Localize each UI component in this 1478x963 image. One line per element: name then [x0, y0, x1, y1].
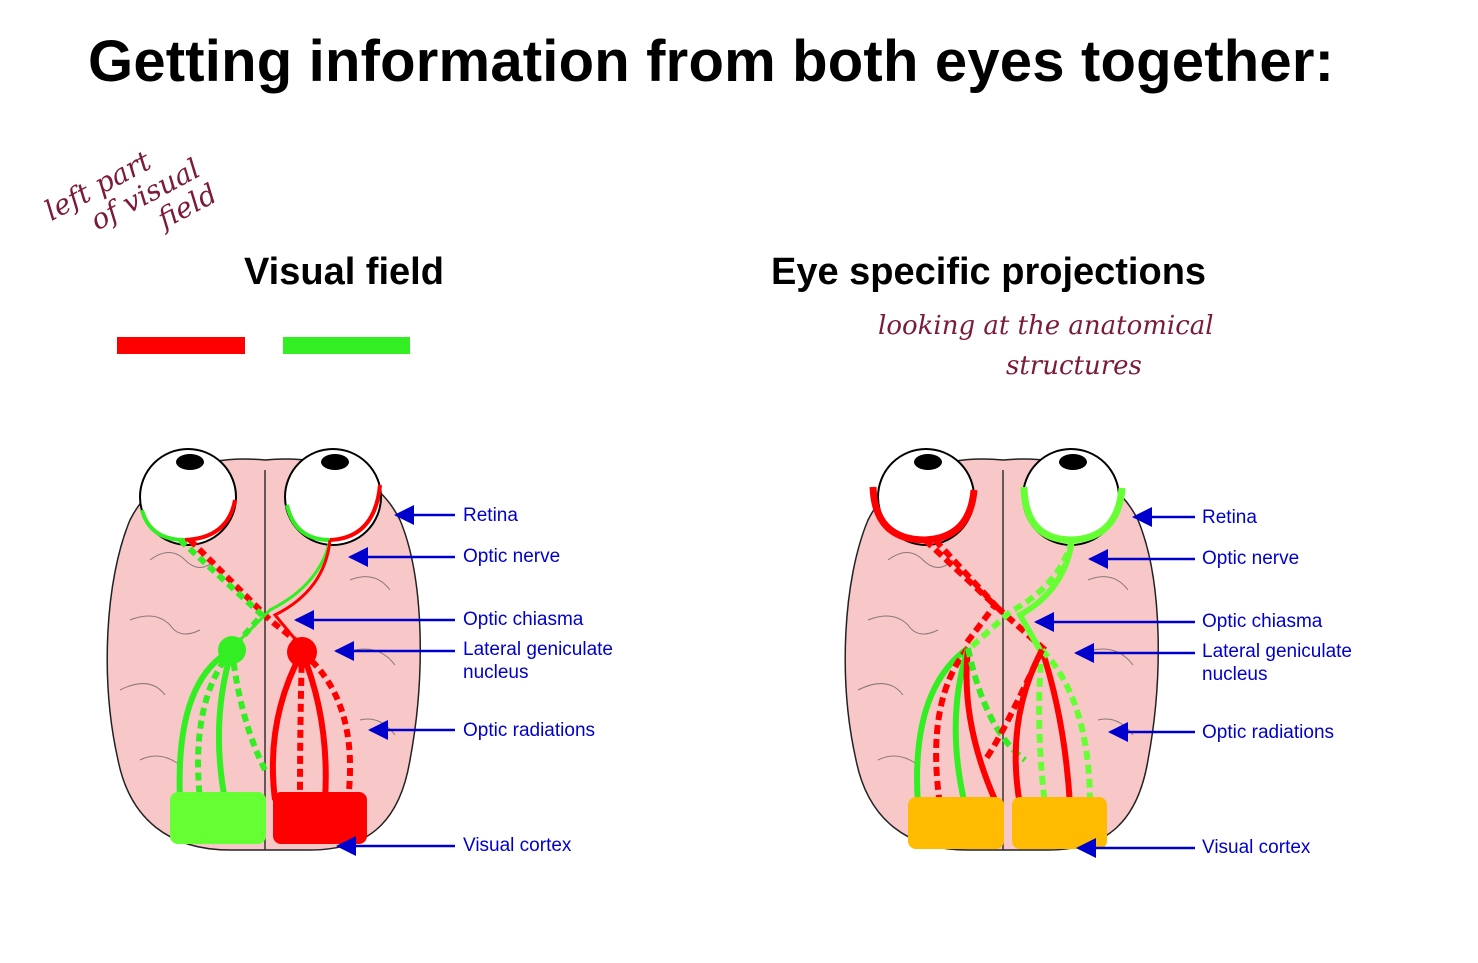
- label-lgn-line1: Lateral geniculate: [463, 639, 613, 660]
- right-retina-green: [285, 504, 331, 542]
- left-retina-green: [140, 509, 186, 542]
- label-retina: Retina: [1202, 507, 1257, 528]
- label-lgn-line2: nucleus: [1202, 664, 1268, 685]
- label-visual-cortex: Visual cortex: [463, 835, 572, 856]
- left-pupil: [914, 454, 942, 470]
- note-line: looking at the anatomical: [878, 311, 1214, 341]
- right-nerve-red: [272, 539, 332, 646]
- label-optic-radiations: Optic radiations: [1202, 722, 1335, 743]
- left-pupil: [176, 454, 204, 470]
- left-visual-cortex: [170, 792, 266, 844]
- left-radiations: [176, 647, 268, 801]
- right-retina-red: [329, 484, 382, 542]
- label-optic-nerve: Optic nerve: [1202, 548, 1300, 569]
- right-pupil: [321, 454, 349, 470]
- right-visual-cortex: [273, 792, 367, 844]
- note-line: structures: [1006, 351, 1142, 381]
- right-visual-field-bar: [283, 337, 410, 354]
- label-retina: Retina: [463, 505, 518, 526]
- left-visual-cortex: [908, 797, 1004, 849]
- eye-specific-title: Eye specific projections: [771, 251, 1207, 293]
- label-lgn-line2: nucleus: [463, 662, 529, 683]
- right-label-arrows: [1034, 507, 1195, 858]
- right-radiations: [269, 649, 354, 801]
- handwritten-note-right: looking at the anatomical structures: [878, 306, 1214, 386]
- left-nerve-red-2: [932, 537, 999, 647]
- label-optic-chiasma: Optic chiasma: [463, 609, 584, 630]
- right-eye: [284, 448, 382, 546]
- right-brain-diagram: [844, 448, 1195, 858]
- right-pupil: [1059, 454, 1087, 470]
- label-optic-nerve: Optic nerve: [463, 546, 561, 567]
- left-visual-field-bar: [117, 337, 245, 354]
- left-eye: [139, 448, 237, 546]
- right-nerve-green: [967, 539, 1075, 651]
- label-optic-radiations: Optic radiations: [463, 720, 596, 741]
- visual-field-title: Visual field: [244, 251, 444, 293]
- right-visual-cortex: [1012, 797, 1107, 849]
- left-nerve-red-dashed: [187, 537, 297, 643]
- right-nerve-green-2: [1015, 539, 1075, 652]
- right-radiations: [982, 647, 1093, 806]
- left-label-arrows: [294, 505, 455, 856]
- label-visual-cortex: Visual cortex: [1202, 837, 1311, 858]
- label-lgn-line1: Lateral geniculate: [1202, 641, 1352, 662]
- label-optic-chiasma: Optic chiasma: [1202, 611, 1323, 632]
- left-brain-diagram: [106, 448, 455, 856]
- slide-title: Getting information from both eyes toget…: [88, 29, 1335, 94]
